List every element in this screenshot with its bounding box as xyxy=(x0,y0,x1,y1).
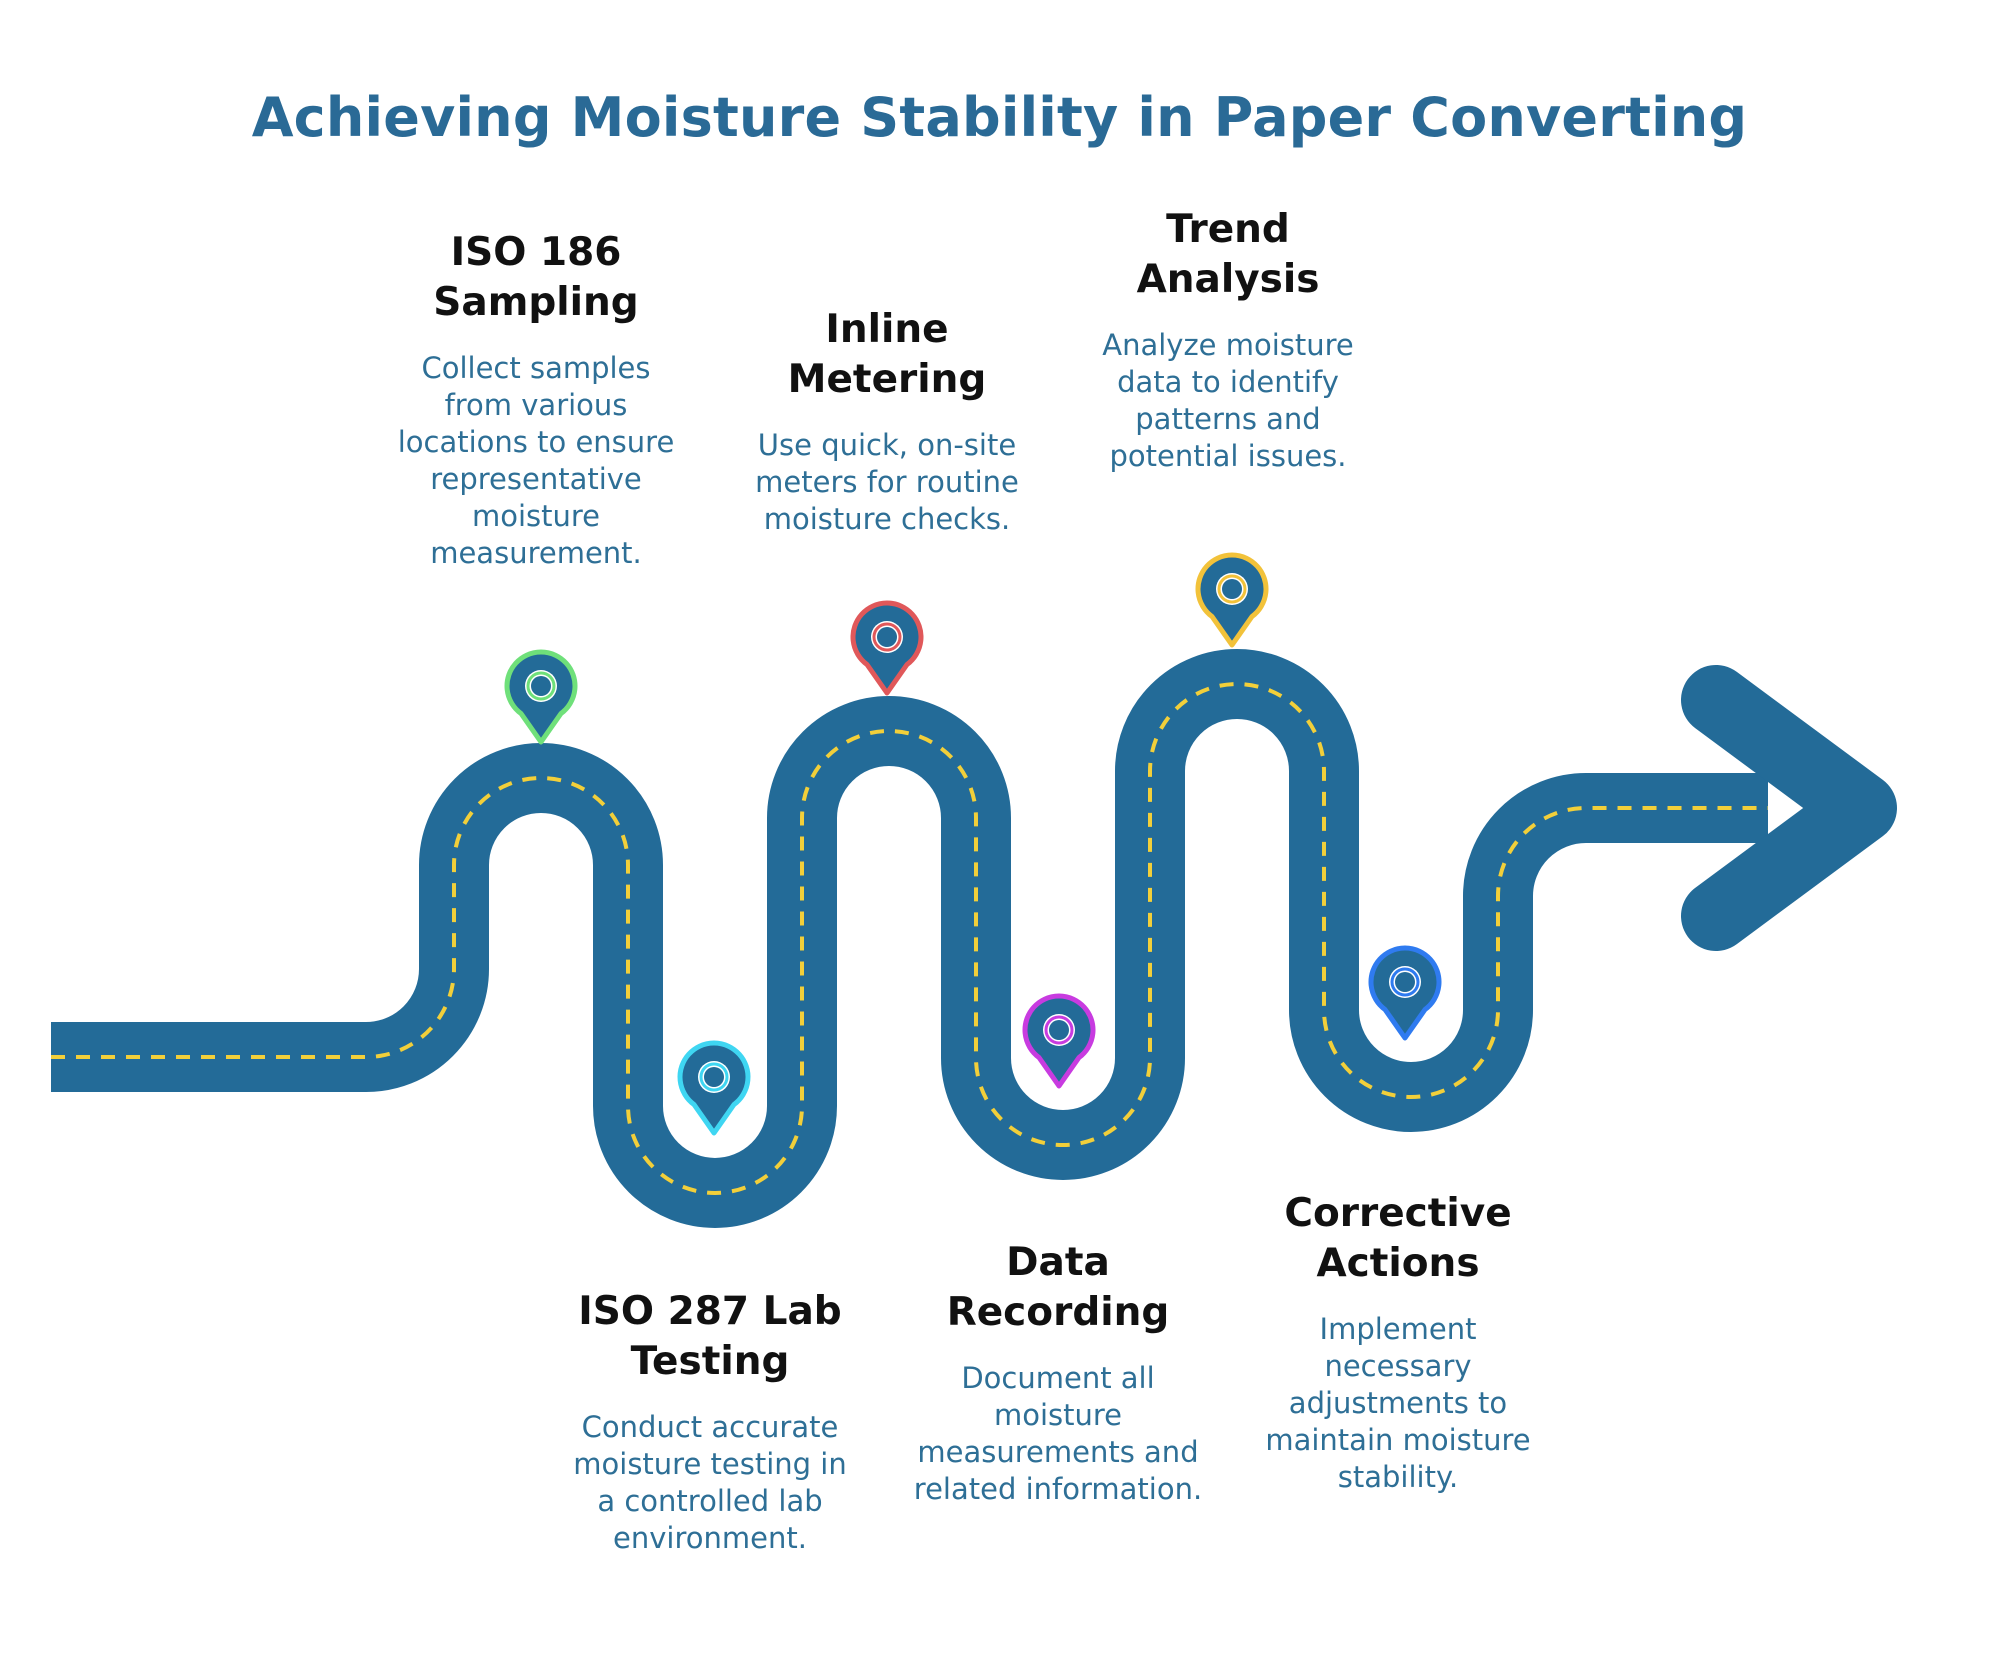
step-description-line: potential issues. xyxy=(1109,439,1347,473)
step-heading-line: Data xyxy=(1006,1240,1110,1285)
step-description-line: a controlled lab xyxy=(597,1484,823,1518)
step-description-line: moisture xyxy=(471,499,601,533)
step-description-line: maintain moisture xyxy=(1265,1423,1531,1457)
step-heading: Inline Metering xyxy=(727,305,1047,405)
step-heading-line: Analysis xyxy=(1136,257,1320,302)
step-description-line: Document all xyxy=(961,1361,1155,1395)
step-description-line: moisture xyxy=(993,1398,1123,1432)
pin-center xyxy=(1222,579,1242,599)
step-description: Conduct accurate moisture testing in a c… xyxy=(545,1409,875,1557)
step-heading-line: Metering xyxy=(787,357,987,402)
milestone-pins xyxy=(504,552,1442,1136)
location-pin-icon xyxy=(1195,552,1269,648)
step-description-line: from various xyxy=(444,388,628,422)
step-heading: Corrective Actions xyxy=(1228,1189,1568,1289)
step-description-line: moisture testing in xyxy=(573,1447,847,1481)
step-heading-line: ISO 186 xyxy=(450,230,622,275)
step-description-line: stability. xyxy=(1337,1460,1459,1494)
step-heading: Trend Analysis xyxy=(1063,205,1393,305)
step-description: Analyze moisture data to identify patter… xyxy=(1063,327,1393,475)
location-pin-icon xyxy=(1368,945,1442,1041)
step-description-line: adjustments to xyxy=(1288,1386,1508,1420)
step-description: Implement necessary adjustments to maint… xyxy=(1228,1311,1568,1496)
step-description: Document all moisture measurements and r… xyxy=(888,1360,1228,1508)
winding-road xyxy=(51,649,1897,1228)
pin-accent xyxy=(1390,967,1420,997)
step-heading-line: Sampling xyxy=(433,280,639,325)
step-heading-line: Trend xyxy=(1166,207,1290,252)
pin-accent xyxy=(1044,1015,1074,1045)
step-description-line: environment. xyxy=(613,1521,807,1555)
step-description-line: Implement xyxy=(1319,1312,1477,1346)
step-description-line: Collect samples xyxy=(421,351,651,385)
step-description-line: Analyze moisture xyxy=(1102,328,1354,362)
pin-center xyxy=(1395,972,1415,992)
pin-center xyxy=(531,676,551,696)
road-body xyxy=(51,649,1768,1228)
pin-accent xyxy=(699,1062,729,1092)
location-pin-icon xyxy=(677,1040,751,1136)
pin-center xyxy=(704,1067,724,1087)
pin-center xyxy=(877,627,897,647)
step-description-line: measurement. xyxy=(430,536,642,570)
location-pin-icon xyxy=(1022,993,1096,1089)
pin-center xyxy=(1049,1020,1069,1040)
step-heading: ISO 287 Lab Testing xyxy=(545,1287,875,1387)
step-description-line: Use quick, on-site xyxy=(757,428,1017,462)
step-heading-line: Testing xyxy=(630,1339,790,1384)
step-description-line: meters for routine xyxy=(755,465,1019,499)
step-heading-line: Recording xyxy=(946,1290,1170,1335)
step-iso186: ISO 186 Sampling Collect samples from va… xyxy=(371,228,701,572)
step-heading: ISO 186 Sampling xyxy=(371,228,701,328)
step-corrective-actions: Corrective Actions Implement necessary a… xyxy=(1228,1189,1568,1496)
step-inline-metering: Inline Metering Use quick, on-site meter… xyxy=(727,305,1047,538)
step-description-line: data to identify xyxy=(1117,365,1339,399)
step-heading-line: Inline xyxy=(825,307,949,352)
step-description-line: necessary xyxy=(1324,1349,1472,1383)
step-description: Collect samples from various locations t… xyxy=(371,350,701,572)
step-description-line: patterns and xyxy=(1135,402,1321,436)
location-pin-icon xyxy=(850,600,924,696)
step-heading-line: ISO 287 Lab xyxy=(578,1289,842,1334)
step-description: Use quick, on-site meters for routine mo… xyxy=(727,427,1047,538)
step-iso287: ISO 287 Lab Testing Conduct accurate moi… xyxy=(545,1287,875,1557)
page-title: Achieving Moisture Stability in Paper Co… xyxy=(251,86,1748,149)
step-heading-line: Actions xyxy=(1316,1241,1480,1286)
arrow-right-icon xyxy=(1681,665,1897,951)
step-heading: Data Recording xyxy=(888,1238,1228,1338)
pin-accent xyxy=(1217,574,1247,604)
step-data-recording: Data Recording Document all moisture mea… xyxy=(888,1238,1228,1508)
step-trend-analysis: Trend Analysis Analyze moisture data to … xyxy=(1063,205,1393,475)
pin-accent xyxy=(526,671,556,701)
step-description-line: locations to ensure xyxy=(397,425,675,459)
pin-accent xyxy=(872,622,902,652)
location-pin-icon xyxy=(504,649,578,745)
step-description-line: Conduct accurate xyxy=(581,1410,839,1444)
road-center-dashes xyxy=(51,682,1768,1195)
step-description-line: moisture checks. xyxy=(763,502,1011,536)
step-description-line: measurements and xyxy=(917,1435,1199,1469)
step-description-line: related information. xyxy=(913,1472,1203,1506)
step-description-line: representative xyxy=(430,462,642,496)
step-heading-line: Corrective xyxy=(1284,1191,1512,1236)
